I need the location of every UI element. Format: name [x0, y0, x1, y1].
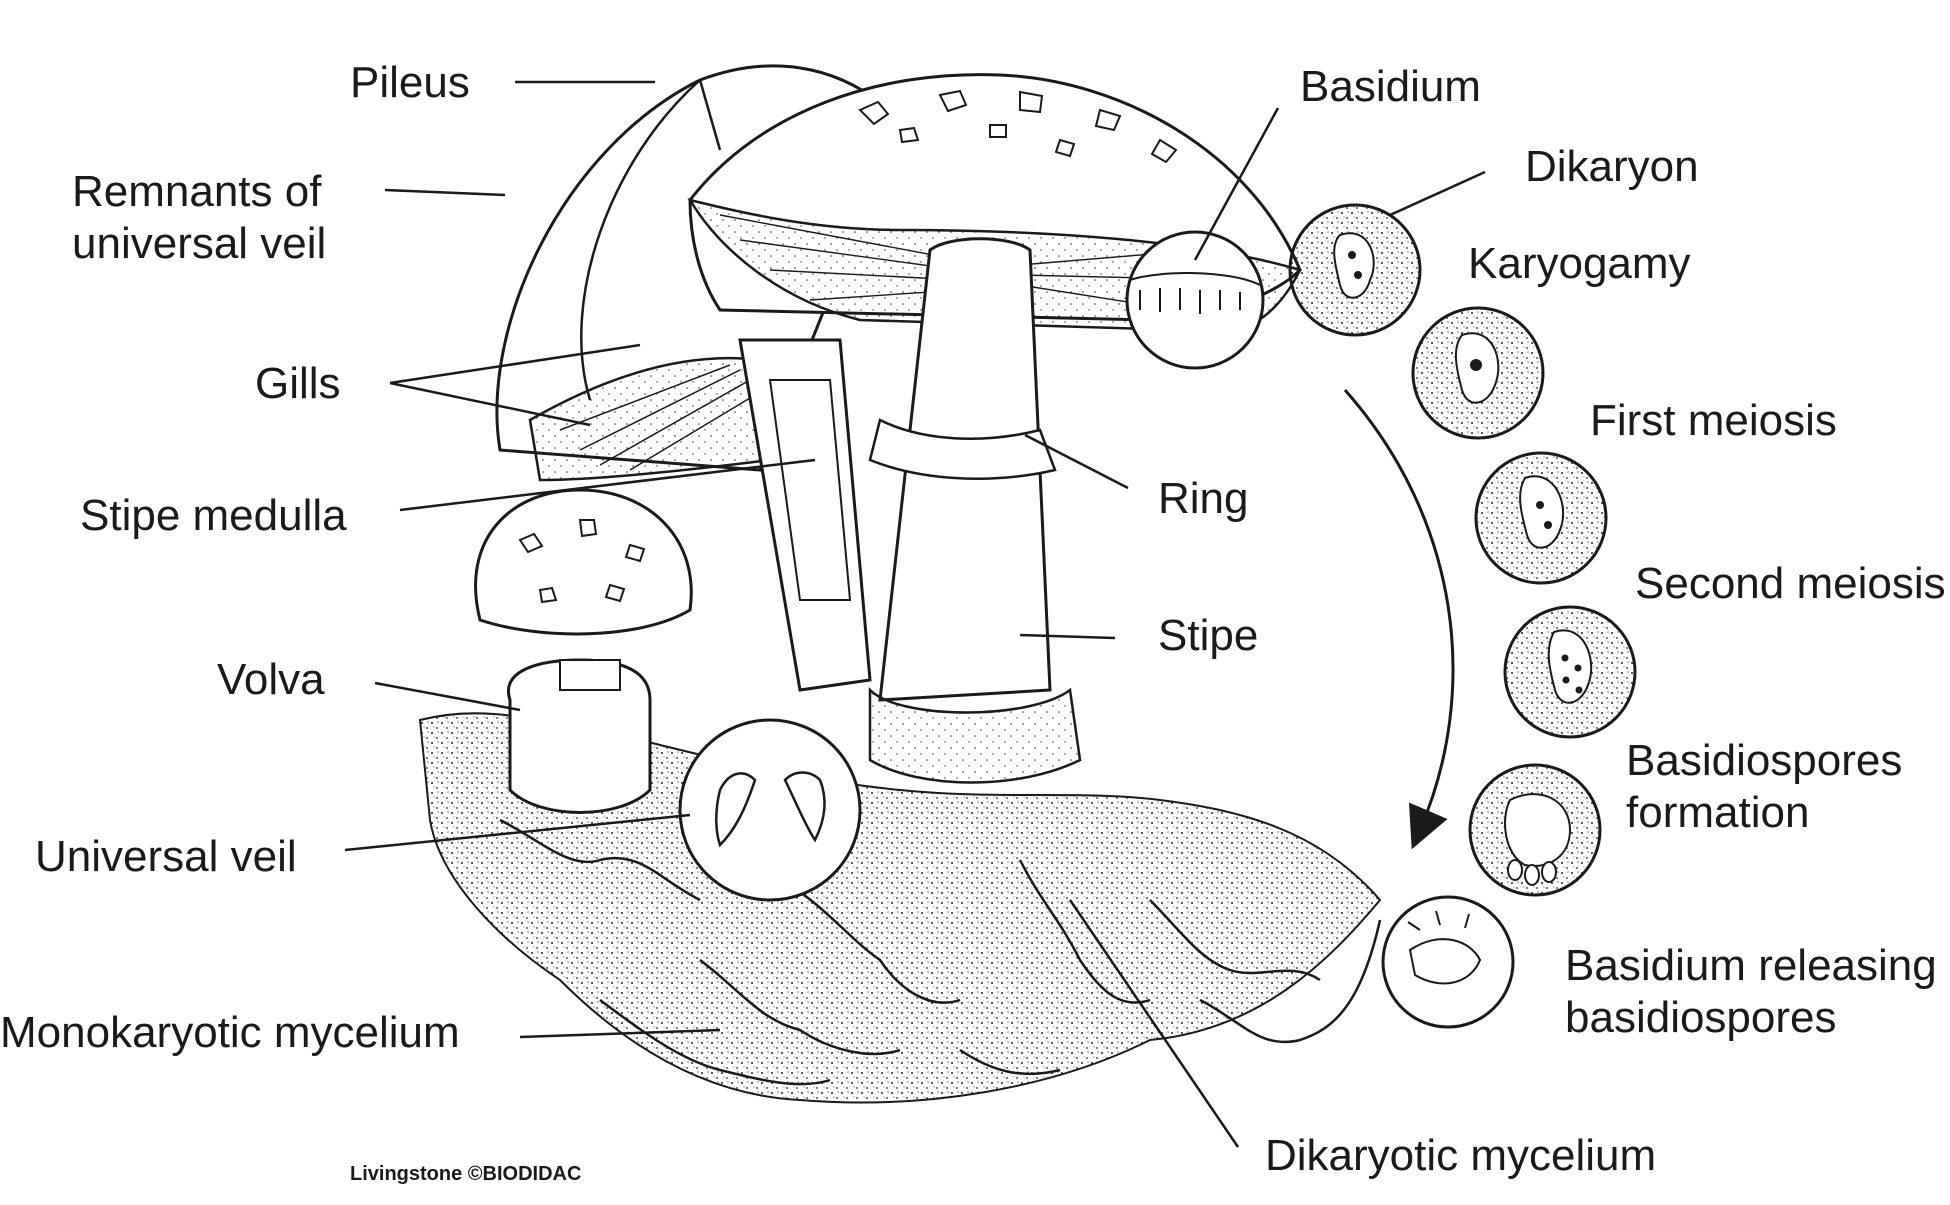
ring	[868, 418, 1057, 480]
label-pileus: Pileus	[350, 58, 470, 107]
stage-first-meiosis	[1474, 451, 1608, 585]
label-stipe: Stipe	[1158, 611, 1259, 660]
universal-veil-egg	[678, 718, 862, 902]
cycle-arrow	[1343, 389, 1455, 850]
stage-second-meiosis	[1503, 605, 1637, 739]
label-karyogamy: Karyogamy	[1468, 239, 1691, 288]
stage-basidiospores-formation	[1468, 763, 1602, 897]
mycelium-strands	[499, 818, 1382, 1086]
label-gills: Gills	[255, 359, 341, 408]
stage-dikaryon	[1288, 203, 1422, 337]
label-universal-veil: Universal veil	[35, 832, 297, 881]
label-remnants-line2: universal veil	[72, 219, 327, 268]
label-ring: Ring	[1158, 474, 1249, 523]
label-monokaryotic-mycelium: Monokaryotic mycelium	[0, 1008, 460, 1057]
label-volva: Volva	[217, 655, 325, 704]
label-second-meiosis: Second meiosis	[1635, 559, 1946, 608]
stage-basidium-releasing	[1381, 895, 1515, 1029]
label-releasing-line2: basidiospores	[1565, 993, 1837, 1042]
cut-stipe	[738, 338, 872, 692]
label-basidium: Basidium	[1300, 62, 1481, 111]
leader-lines	[344, 80, 1486, 1148]
stage-karyogamy	[1411, 306, 1545, 440]
label-dikaryon: Dikaryon	[1525, 142, 1699, 191]
label-releasing-line1: Basidium releasing	[1565, 941, 1937, 990]
cap-warts	[858, 89, 1178, 164]
basidium-inset	[1125, 230, 1265, 370]
label-dikaryotic-mycelium: Dikaryotic mycelium	[1265, 1131, 1657, 1180]
young-cap	[474, 488, 693, 636]
label-basidiospores-line1: Basidiospores	[1626, 736, 1903, 785]
label-stipe-medulla: Stipe medulla	[80, 491, 347, 540]
credit-line: Livingstone ©BIODIDAC	[350, 1163, 582, 1185]
label-first-meiosis: First meiosis	[1590, 396, 1837, 445]
label-remnants-line1: Remnants of	[72, 167, 322, 216]
young-volva	[506, 658, 652, 814]
label-basidiospores-line2: formation	[1626, 788, 1810, 837]
